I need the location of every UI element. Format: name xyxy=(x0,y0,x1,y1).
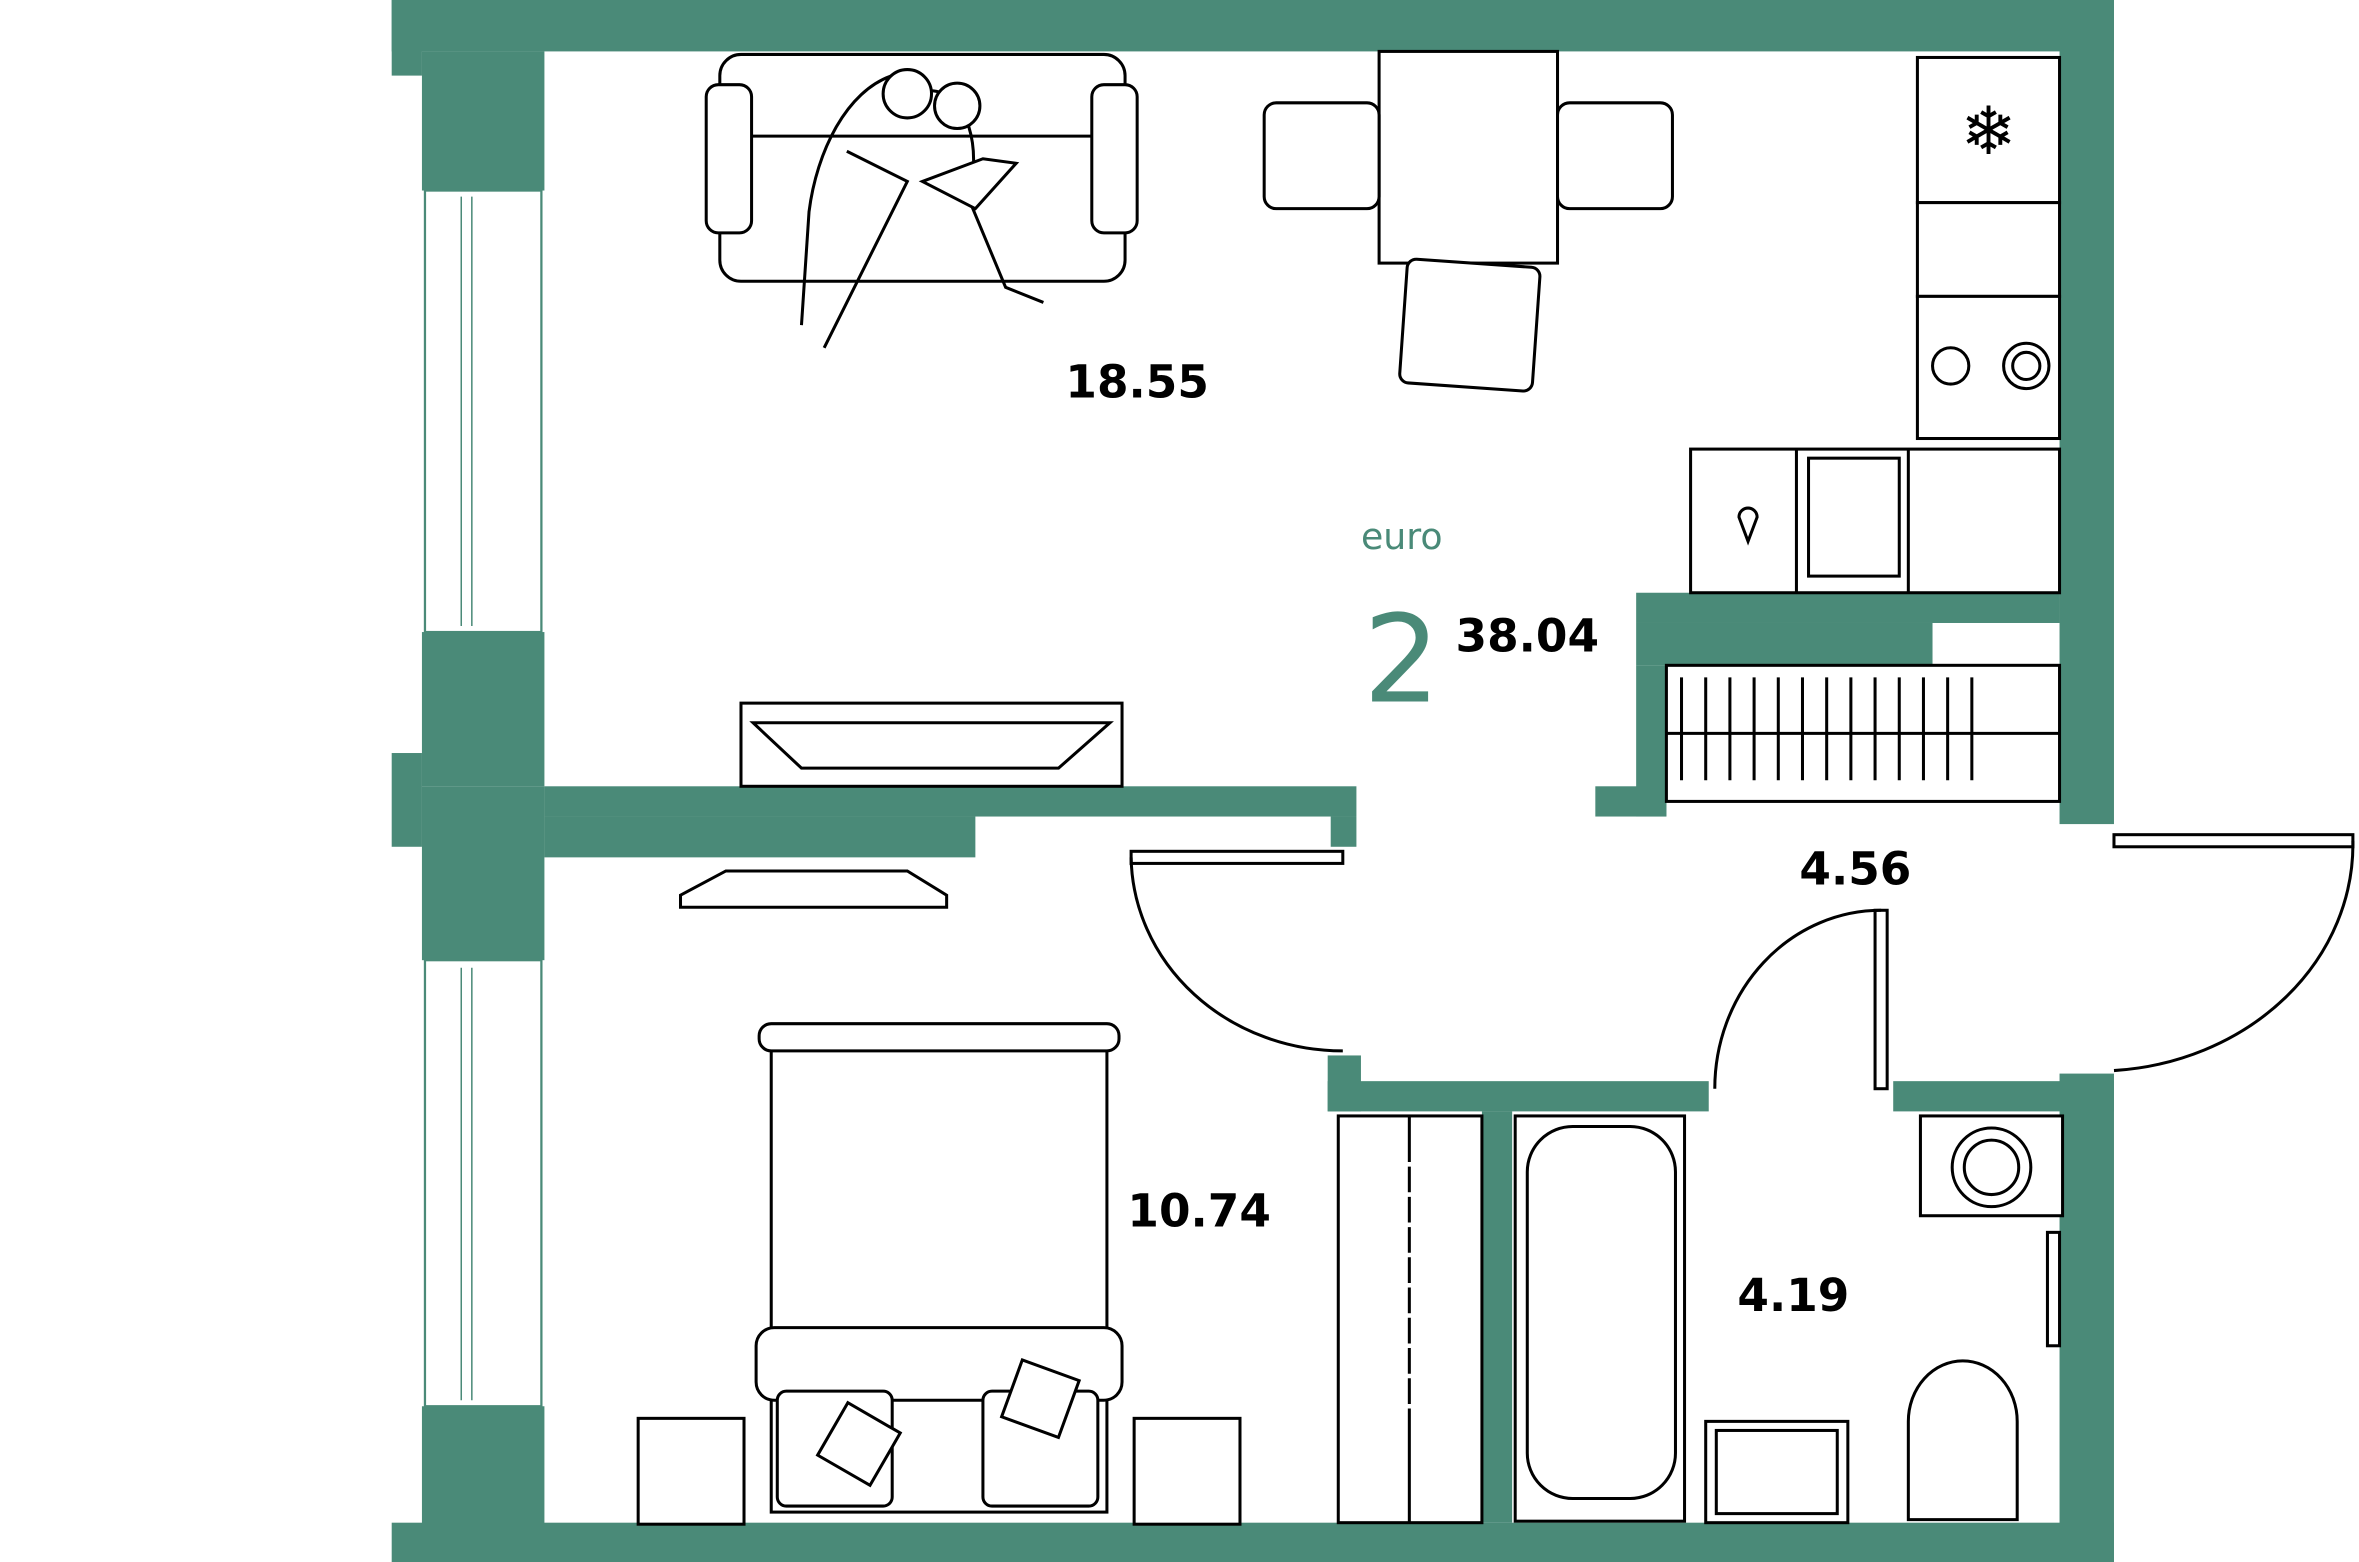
kitchen-unit: ❄ xyxy=(1689,55,2062,595)
labels: 18.55 euro 2 38.04 4.56 10.74 4.19 xyxy=(1065,356,1911,1322)
wardrobe-top xyxy=(1664,663,2062,803)
layout-type-label: euro xyxy=(1361,515,1443,558)
walls xyxy=(391,0,2114,1562)
tv-stand xyxy=(678,701,1124,909)
dining-table xyxy=(1262,49,1674,393)
bathroom-area: 4.19 xyxy=(1737,1269,1849,1322)
freezer-icon: ❄ xyxy=(1961,92,2017,170)
bed xyxy=(636,1022,1242,1526)
total-area: 38.04 xyxy=(1456,610,1599,663)
bathroom-fixtures xyxy=(1513,1114,2065,1525)
hallway-area: 4.56 xyxy=(1799,843,1911,896)
wardrobe-bedroom xyxy=(1336,1114,1484,1525)
room-count: 2 xyxy=(1363,590,1440,731)
bedroom-area: 10.74 xyxy=(1127,1184,1270,1237)
sofa xyxy=(704,52,1139,283)
people-figure xyxy=(799,68,1044,349)
windows xyxy=(423,189,543,1408)
living-room-area: 18.55 xyxy=(1065,356,1208,409)
doors xyxy=(1129,833,2355,1091)
